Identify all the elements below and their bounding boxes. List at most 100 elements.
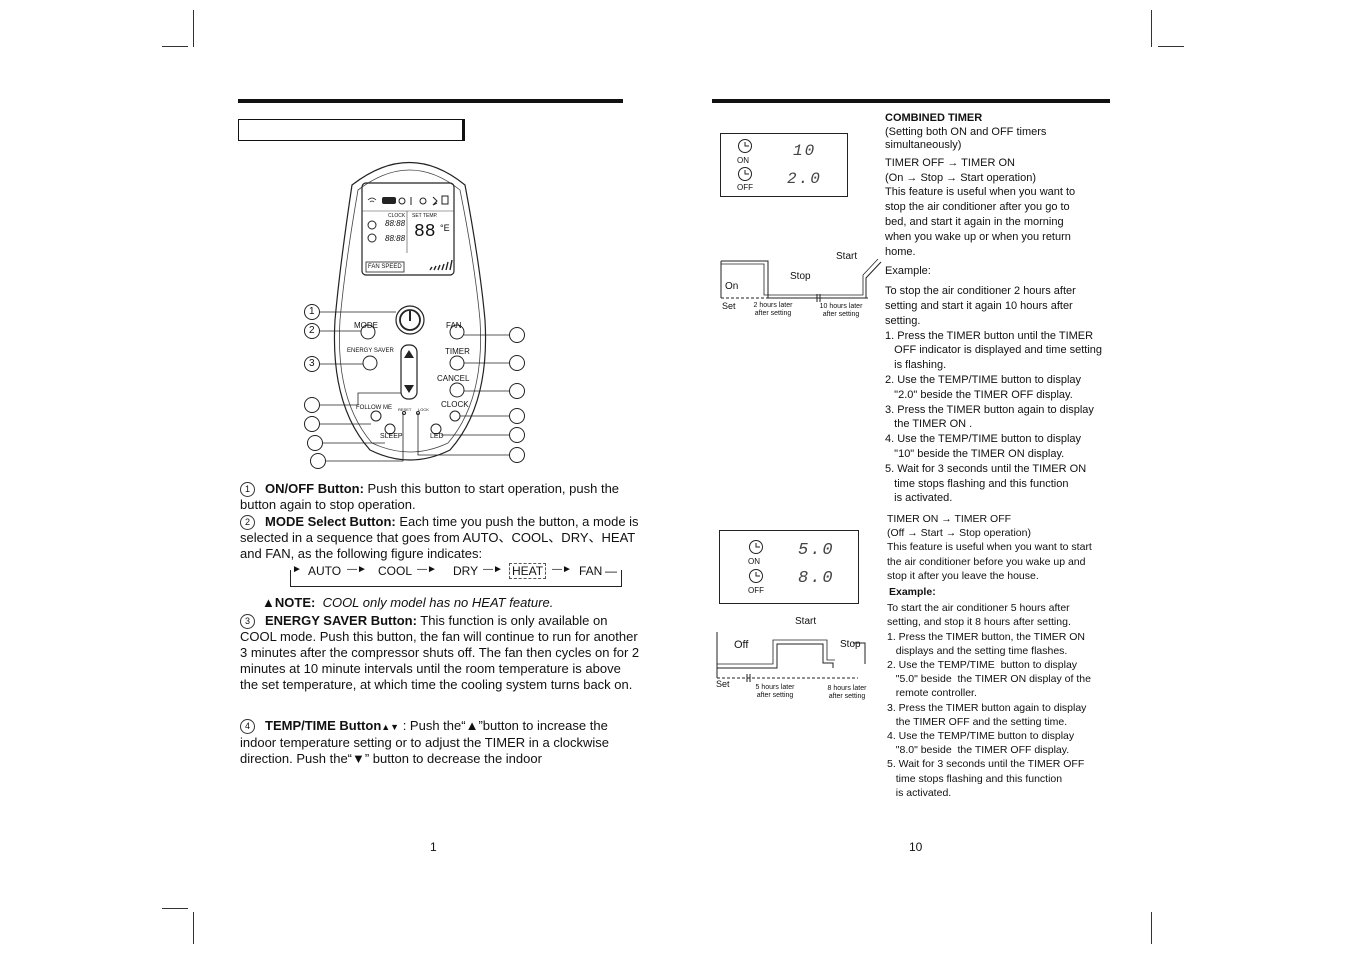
crop-mark: [193, 912, 194, 944]
sec1-step-7: 4. Use the TEMP/TIME button to display: [885, 433, 1082, 446]
sec2-step-6: the TIMER OFF and the setting time.: [887, 715, 1068, 728]
off-value: 2.0: [787, 170, 822, 188]
seq-auto: AUTO: [308, 564, 342, 578]
timer-display-2: ON OFF 5.0 8.0: [719, 530, 859, 604]
mode-label: MODE: [354, 321, 378, 330]
reset-label: RESET: [398, 407, 412, 412]
header-rule: [712, 99, 1110, 103]
chart1-stop: Stop: [790, 271, 811, 282]
sec2-step-9: 5. Wait for 3 seconds until the TIMER OF…: [887, 758, 1085, 771]
combined-title: COMBINED TIMER: [885, 112, 983, 124]
clock-on-icon: [749, 540, 763, 554]
sec1-step-1: OFF indicator is displayed and time sett…: [885, 344, 1103, 357]
remote-inner-outline: [339, 169, 481, 453]
sec1-example: Example:: [885, 265, 931, 278]
seq-dry: DRY: [453, 564, 479, 578]
crop-mark: [1158, 46, 1184, 47]
cancel-label: CANCEL: [437, 374, 470, 383]
seq-heat: HEAT: [509, 563, 547, 579]
sec1-step-6: the TIMER ON .: [885, 418, 973, 431]
callout-3: [304, 356, 320, 372]
chart1-on: On: [725, 281, 739, 292]
sleep-label: SLEEP: [380, 433, 403, 440]
item-text: : Push the“▲”button to increase the indo…: [240, 718, 609, 766]
updown-icon: ▲▼: [381, 722, 400, 732]
lock-icon: [441, 195, 449, 205]
fan-speed-bars: [429, 259, 453, 271]
sec1-step-3: 2. Use the TEMP/TIME button to display: [885, 373, 1082, 386]
combined-sub-2: simultaneously): [885, 138, 962, 151]
callout-1-text: 1: [309, 306, 315, 317]
sec2-step-5: 3. Press the TIMER button again to displ…: [887, 701, 1087, 714]
clock-off-icon: [738, 167, 752, 181]
clock-label: CLOCK: [388, 213, 406, 219]
led-button: [430, 423, 442, 435]
auto-icon: [382, 197, 396, 204]
off-value: 8.0: [798, 569, 835, 588]
clock-off-icon: [749, 569, 763, 583]
fan-label: FAN: [446, 321, 462, 330]
remote-control-illustration: [304, 161, 525, 469]
sec1-step-10: time stops flashing and this function: [885, 477, 1069, 490]
callout-1: [304, 304, 320, 320]
page-number-left: 1: [430, 840, 437, 854]
chart2-set: Set: [716, 679, 730, 689]
on-value: 5.0: [798, 541, 835, 560]
clock-button: [449, 410, 461, 422]
sec2-title: TIMER ON → TIMER OFF: [887, 513, 1012, 525]
crop-mark: [1151, 10, 1152, 47]
chart1-t2: 10 hours later after setting: [819, 303, 863, 318]
sec2-example-desc-0: To start the air conditioner 5 hours aft…: [887, 602, 1070, 615]
sec1-desc-1: stop the air conditioner after you go to: [885, 201, 1070, 214]
note-text: COOL only model has no HEAT feature.: [322, 595, 554, 610]
sec2-step-8: "8.0" beside the TIMER OFF display.: [887, 744, 1070, 757]
sec1-step-0: 1. Press the TIMER button until the TIME…: [885, 329, 1094, 342]
timer-diagram-2: [716, 632, 866, 682]
sleep-button: [384, 423, 396, 435]
item-title: ENERGY SAVER Button:: [265, 613, 417, 628]
item-text: Push this button to start operation, pus…: [240, 481, 620, 512]
combined-sub-1: (Setting both ON and OFF timers: [885, 125, 1047, 138]
chart2-stop: Stop: [840, 639, 861, 650]
timer-button: [449, 355, 465, 371]
follow-me-label: FOLLOW ME: [356, 405, 393, 411]
sec1-seq: (On → Stop → Start operation): [885, 171, 1037, 184]
cancel-button: [449, 382, 465, 398]
timer-diagram-1: [720, 258, 882, 302]
set-temp-label: SET TEMP.: [412, 213, 438, 219]
chart1-t1: 2 hours later after setting: [753, 302, 793, 317]
sec1-desc-3: when you wake up or when you return: [885, 230, 1071, 243]
degree-label: °E: [440, 223, 450, 233]
signal-icon: [367, 197, 377, 203]
warning-icon: ▲: [262, 595, 275, 610]
note-label: NOTE:: [274, 595, 316, 610]
item-text: This function is only available on COOL …: [240, 613, 640, 692]
sec2-desc-1: the air conditioner before you wake up a…: [887, 555, 1086, 568]
item-number: 1: [240, 482, 255, 497]
sec2-step-7: 4. Use the TEMP/TIME button to display: [887, 730, 1075, 743]
mode-button: [360, 324, 376, 340]
combined-timer-section: COMBINED TIMER (Setting both ON and OFF …: [885, 111, 1130, 506]
item-number: 3: [240, 614, 255, 629]
sec1-desc-2: bed, and start it again in the morning: [885, 215, 1064, 228]
chart2-t2: 8 hours later after setting: [827, 685, 867, 700]
off-label: OFF: [737, 183, 753, 192]
temp-time-rocker: [400, 344, 418, 400]
timer-on-off-section: TIMER ON → TIMER OFF (Off → Start → Stop…: [887, 512, 1132, 800]
item-title: MODE Select Button:: [265, 514, 396, 529]
sec1-title: TIMER OFF → TIMER ON: [885, 156, 1015, 169]
sec2-desc-2: stop it after you leave the house.: [887, 569, 1039, 582]
clock-value-2: 88:88: [385, 234, 406, 243]
seq-fan: FAN: [579, 564, 603, 578]
off-label: OFF: [748, 586, 764, 595]
seq-cool: COOL: [378, 564, 413, 578]
clock-off-icon: [367, 233, 377, 243]
follow-me-button: [370, 410, 382, 422]
item-title: TEMP/TIME Button: [265, 718, 382, 733]
mode-sequence: ► AUTO —► COOL —► DRY —► HEAT —► FAN —: [290, 563, 622, 590]
sec1-example-desc-0: To stop the air conditioner 2 hours afte…: [885, 285, 1076, 298]
crop-mark: [1151, 912, 1152, 944]
